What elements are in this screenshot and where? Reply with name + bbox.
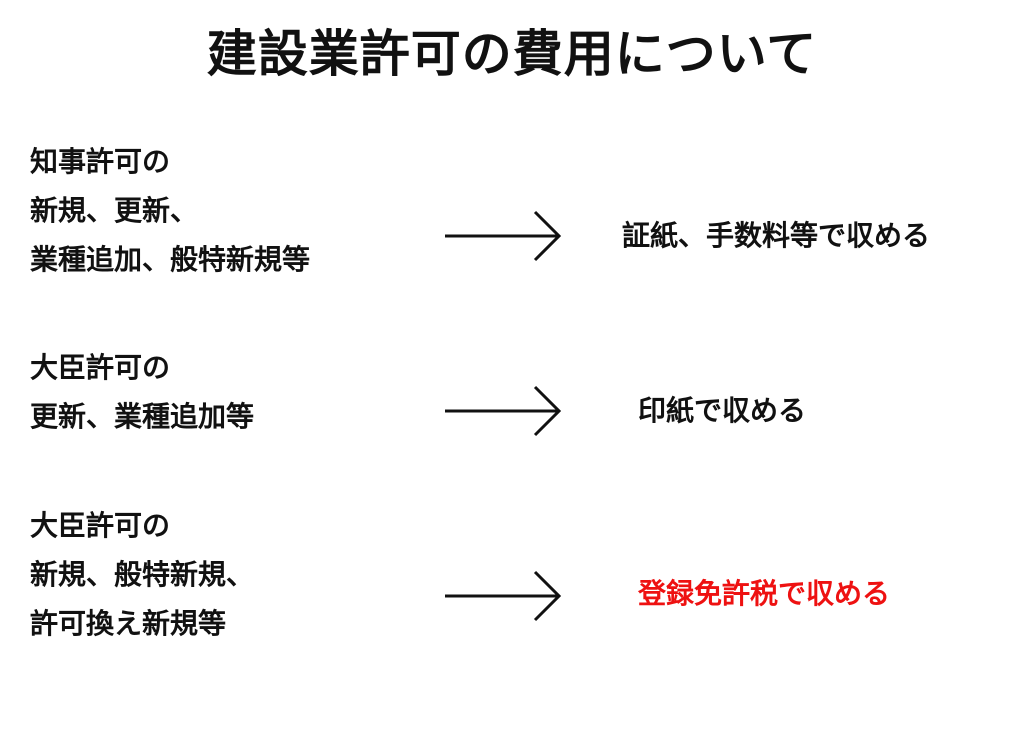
row-2-payment-method: 印紙で収める (638, 394, 807, 427)
row-1-conditions: 知事許可の 新規、更新、 業種追加、般特新規等 (30, 137, 310, 284)
row-2-line-1: 大臣許可の (30, 351, 171, 384)
row-3-line-1: 大臣許可の (30, 509, 171, 542)
right-arrow-icon (445, 385, 562, 437)
row-1-line-2: 新規、更新、 (30, 194, 199, 227)
page-title: 建設業許可の費用について (206, 25, 818, 83)
row-3-line-2: 新規、般特新規、 (30, 558, 255, 591)
row-3-conditions: 大臣許可の 新規、般特新規、 許可換え新規等 (30, 501, 254, 648)
row-1-payment-method: 証紙、手数料等で収める (622, 219, 931, 252)
row-1-line-1: 知事許可の (30, 145, 171, 178)
row-3-payment-method: 登録免許税で収める (638, 577, 891, 610)
right-arrow-icon (445, 210, 562, 262)
right-arrow-icon (445, 570, 562, 622)
row-3-line-3: 許可換え新規等 (30, 607, 227, 640)
row-1-line-3: 業種追加、般特新規等 (30, 243, 311, 276)
row-2-conditions: 大臣許可の 更新、業種追加等 (30, 343, 254, 441)
row-2-line-2: 更新、業種追加等 (30, 400, 255, 433)
